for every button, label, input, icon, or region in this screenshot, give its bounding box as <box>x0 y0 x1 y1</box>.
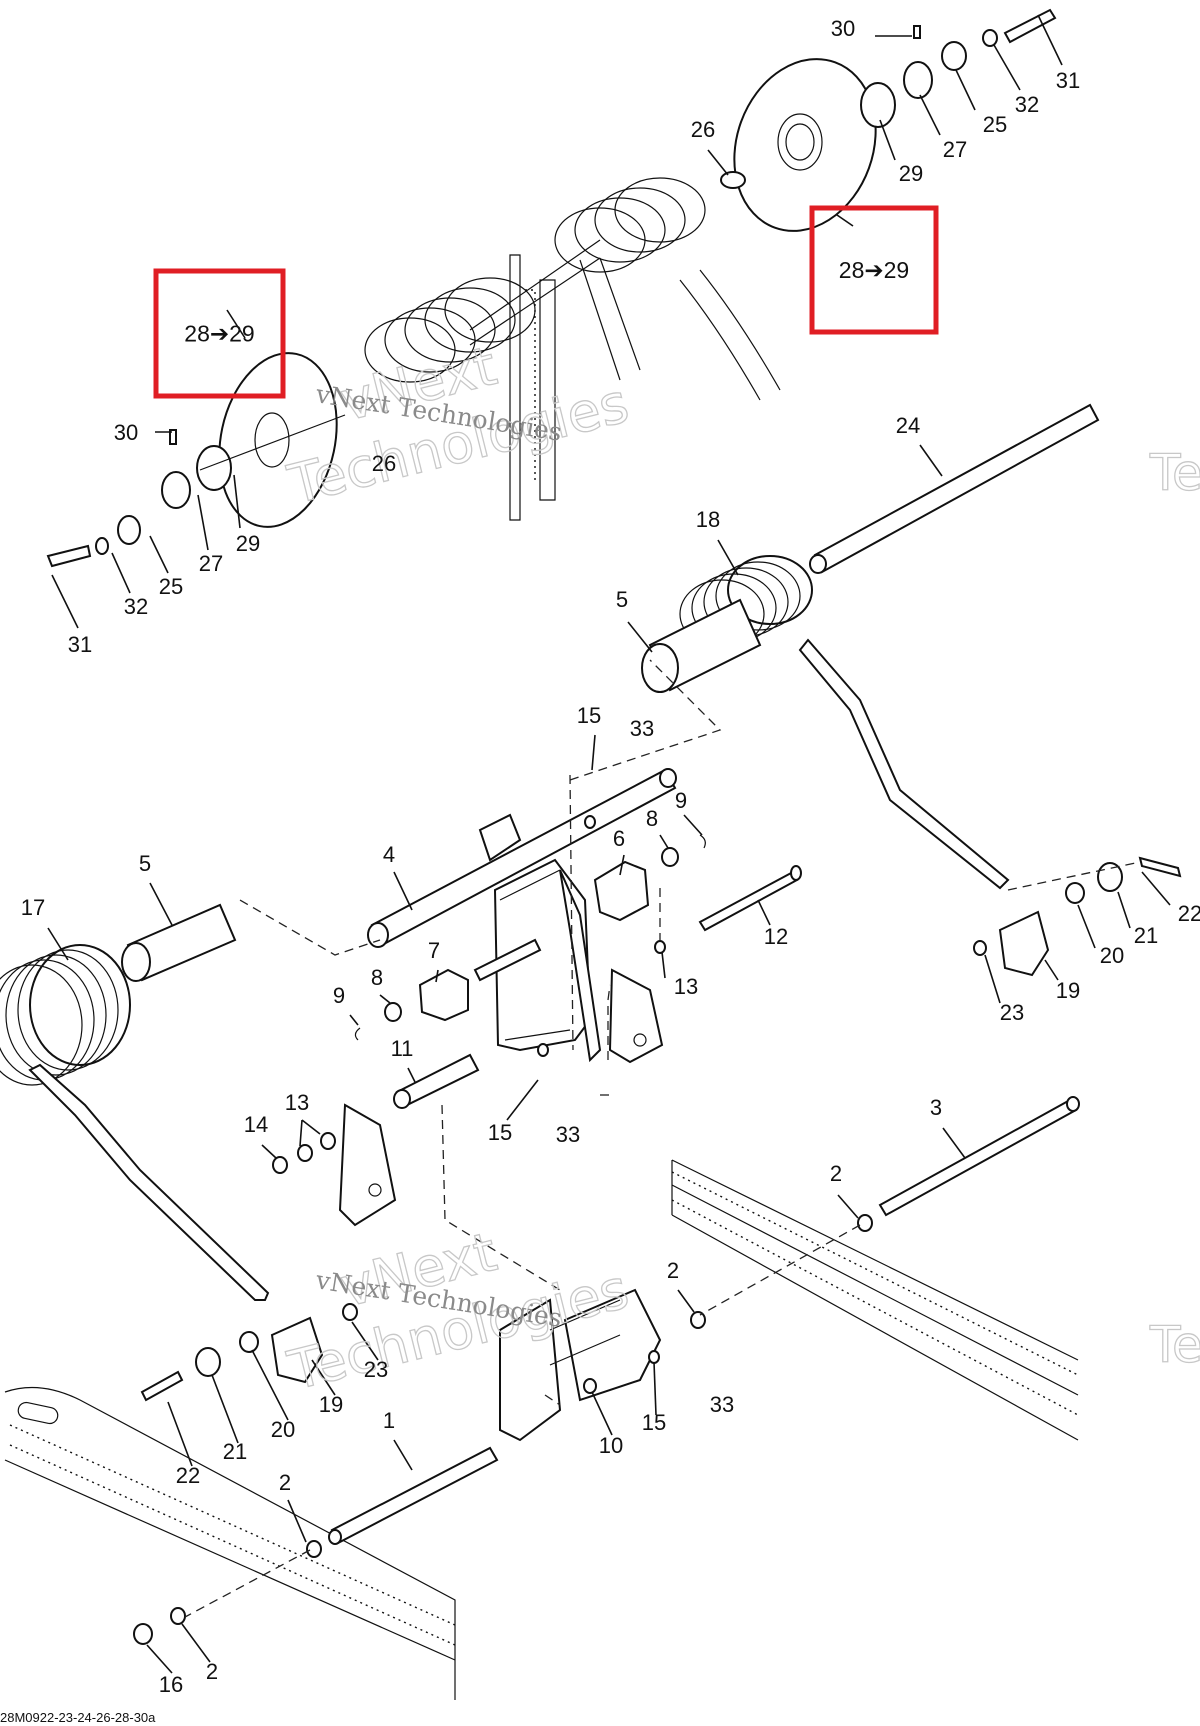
shaft-3 <box>857 1096 1080 1232</box>
brackets-mid <box>338 968 664 1227</box>
part-label-l15a: 15 <box>577 703 601 728</box>
part-label-l13a: 13 <box>674 974 698 999</box>
part-label-l31a: 31 <box>1056 68 1080 93</box>
part-label-l15b: 15 <box>488 1120 512 1145</box>
sleeve-5-lower <box>121 903 237 982</box>
upper-frame-assembly <box>469 239 781 521</box>
part-label-l23b: 23 <box>364 1357 388 1382</box>
part-label-l27b: 27 <box>199 551 223 576</box>
sleeve-7 <box>418 968 469 1022</box>
part-label-l5b: 5 <box>139 851 151 876</box>
part-label-l4: 4 <box>383 842 395 867</box>
part-label-l22b: 22 <box>176 1463 200 1488</box>
edge-watermark-ew1: Te <box>1149 444 1200 502</box>
part-label-l25a: 25 <box>983 112 1007 137</box>
part-label-l8b: 8 <box>371 965 383 990</box>
part-label-l8a: 8 <box>646 806 658 831</box>
part-label-l6: 6 <box>613 826 625 851</box>
rail-left <box>4 1386 456 1700</box>
part-label-l17: 17 <box>21 895 45 920</box>
spring-17 <box>0 944 270 1301</box>
part-label-l19a: 19 <box>1056 978 1080 1003</box>
sleeve-5-upper <box>641 598 762 693</box>
upper-spring-right <box>554 177 706 273</box>
part-label-l20b: 20 <box>271 1417 295 1442</box>
part-label-l9b: 9 <box>333 983 345 1008</box>
nuts-washers-14-13 <box>272 1132 336 1174</box>
part-label-l21a: 21 <box>1134 923 1158 948</box>
parts-19-23-right <box>973 856 1182 977</box>
highlight-box-right <box>809 205 939 335</box>
part-label-l25b: 25 <box>159 574 183 599</box>
bolt-12 <box>698 865 802 932</box>
part-label-l11: 11 <box>391 1036 414 1061</box>
part-labels: 3031322527262930262927253231241851533986… <box>21 16 1200 1697</box>
part-label-l1: 1 <box>383 1408 395 1433</box>
part-label-l19b: 19 <box>319 1392 343 1417</box>
part-label-l30a: 30 <box>831 16 855 41</box>
part-label-l21b: 21 <box>223 1439 247 1464</box>
pivot-arm-assembly <box>367 768 677 1063</box>
part-label-l14: 14 <box>244 1112 268 1137</box>
part-label-l12: 12 <box>764 924 788 949</box>
sleeve-6 <box>593 860 650 922</box>
part-label-l29a: 29 <box>899 161 923 186</box>
highlight-boxes: 28➔29 28➔29 <box>153 205 939 399</box>
idler-wheel-right <box>720 8 1057 232</box>
leader-lines <box>47 14 1171 1674</box>
part-label-l16: 16 <box>159 1672 183 1697</box>
part-label-l18: 18 <box>696 507 720 532</box>
part-label-l33c: 33 <box>710 1392 734 1417</box>
part-label-l26a: 26 <box>691 117 715 142</box>
part-label-l10: 10 <box>599 1433 623 1458</box>
highlight-label-box-left: 28➔29 <box>184 321 254 347</box>
edge-watermark-ew2: Te <box>1149 1316 1200 1374</box>
part-label-l15c: 15 <box>642 1410 666 1435</box>
part-label-l26b: 26 <box>372 451 396 476</box>
part-label-l31b: 31 <box>68 632 92 657</box>
part-label-l33b: 33 <box>556 1122 580 1147</box>
part-label-l5a: 5 <box>616 587 628 612</box>
part-label-l32a: 32 <box>1015 92 1039 117</box>
part-label-l32b: 32 <box>124 594 148 619</box>
part-label-l22a: 22 <box>1178 901 1200 926</box>
part-label-l27a: 27 <box>943 137 967 162</box>
part-label-l2c: 2 <box>279 1470 291 1495</box>
part-label-l29b: 29 <box>236 531 260 556</box>
shaft-1 <box>306 1446 499 1558</box>
shaft-24 <box>809 403 1100 574</box>
highlight-box-left <box>153 268 286 399</box>
part-label-l33a: 33 <box>630 716 654 741</box>
lower-bracket <box>499 1288 706 1442</box>
highlight-label-box-right: 28➔29 <box>839 257 909 283</box>
upper-spring-left <box>364 277 536 383</box>
assembly-dash-lines <box>184 659 1141 1618</box>
part-label-l20a: 20 <box>1100 943 1124 968</box>
part-label-l2d: 2 <box>206 1659 218 1684</box>
parts-16-2 <box>133 1607 186 1645</box>
spring-18 <box>679 555 1010 890</box>
part-label-l23a: 23 <box>1000 1000 1024 1025</box>
part-label-l7: 7 <box>428 938 440 963</box>
part-label-l30b: 30 <box>114 420 138 445</box>
diagram-code: 28M0922-23-24-26-28-30a <box>0 1710 156 1725</box>
part-label-l9a: 9 <box>675 788 687 813</box>
washers-center <box>354 815 706 1057</box>
part-label-l13b: 13 <box>285 1090 309 1115</box>
part-label-l24: 24 <box>896 413 920 438</box>
part-label-l2b: 2 <box>667 1258 679 1283</box>
part-label-l2a: 2 <box>830 1161 842 1186</box>
rail-right <box>671 1159 1079 1441</box>
part-label-l3: 3 <box>930 1095 942 1120</box>
pin-11 <box>393 1053 480 1109</box>
parts-19-23-left <box>140 1303 358 1402</box>
